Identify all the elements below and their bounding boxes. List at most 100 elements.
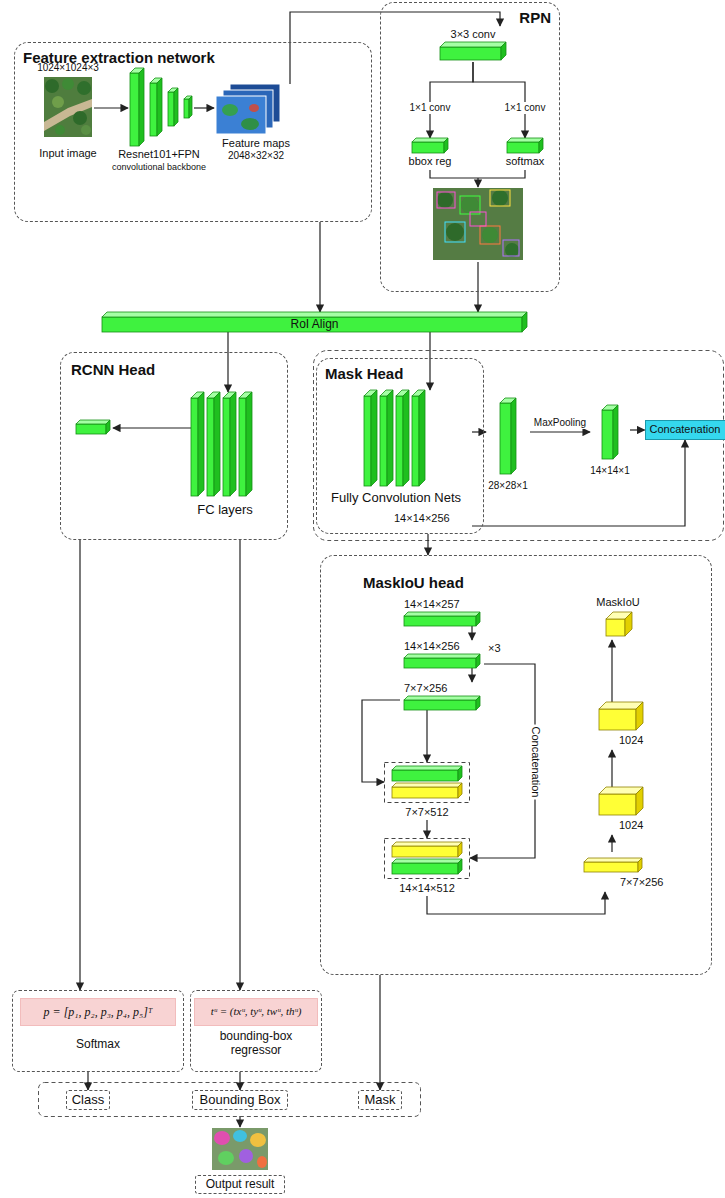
flow-arrow xyxy=(79,540,80,990)
region-panel: MaskIoU head14×14×25714×14×2567×7×2567×7… xyxy=(320,555,712,975)
node-label: Class xyxy=(72,1092,105,1108)
node-label: 7×7×256 xyxy=(620,876,678,889)
layer-block-shape-part xyxy=(584,862,638,872)
region-panel: Mask HeadFully Convolution Nets 14×14×256 xyxy=(316,358,484,534)
proposal-photo-part xyxy=(437,192,453,208)
flow-arrow xyxy=(87,1072,88,1090)
node-label: 14×14×256 xyxy=(394,512,470,525)
proposal-photo-part xyxy=(492,190,508,206)
output-cube-shape-part xyxy=(625,612,632,636)
edge-label: 1×1 conv xyxy=(503,102,548,114)
edge-label: Concatenation xyxy=(528,725,541,800)
layer-block-shape-part xyxy=(440,47,501,60)
node-label: Fully Convolution Nets xyxy=(320,490,472,506)
node-label: convolutional backbone xyxy=(106,162,212,173)
output-block xyxy=(76,420,110,434)
node-label: Concatenation xyxy=(650,423,721,436)
roi-align-bar: RoI Align xyxy=(102,312,527,332)
backbone-stack-shape-part xyxy=(139,68,144,146)
node-label: Mask xyxy=(364,1092,395,1108)
node-label: Mask Head xyxy=(325,365,475,383)
result-box: Output result xyxy=(195,1175,285,1194)
flow-arrow xyxy=(239,1072,240,1090)
layer-stack-shape-part xyxy=(207,398,214,496)
layer-stack-shape-part xyxy=(230,392,236,496)
output-block-part xyxy=(76,420,110,424)
node-label: Resnet101+FPN xyxy=(106,148,212,161)
image-node: 1024×1024×3Input image xyxy=(30,62,106,162)
fc-block: 1024 xyxy=(595,702,649,750)
callout-label: ×3 xyxy=(488,642,501,655)
node-label: Bounding Box xyxy=(200,1092,281,1108)
layer-pair-shape-part xyxy=(392,787,458,798)
feature-maps: Feature maps2048×32×32 xyxy=(214,84,298,164)
proposal-photo-part xyxy=(470,212,486,226)
input-photo-part xyxy=(77,81,91,95)
fc-block-shape-part xyxy=(599,787,643,794)
backbone-stack-shape-part xyxy=(168,92,174,126)
feature-maps-shape-part xyxy=(241,118,259,130)
roi-align-bar-shape-part xyxy=(522,312,527,332)
flow-line-part xyxy=(477,262,478,292)
node-label: bbox reg xyxy=(400,155,460,168)
layer-pair-shape-part xyxy=(385,763,470,803)
flow-arrow xyxy=(473,62,525,138)
result-photo-part xyxy=(214,1131,230,1145)
layer-block-shape-part xyxy=(501,42,506,60)
input-photo-part xyxy=(45,79,59,93)
node-label: 14×14×256 xyxy=(404,640,480,653)
layer-pair: 14×14×512 xyxy=(384,838,470,896)
region-panel: Feature extraction network1024×1024×3Inp… xyxy=(14,42,372,222)
layer-pair-shape-part xyxy=(392,863,458,874)
fc-block-shape-part xyxy=(636,702,643,730)
result-photo-part xyxy=(218,1151,234,1165)
layer-block-shape-part xyxy=(507,138,543,142)
flow-line-part xyxy=(94,107,128,108)
layer-pair-shape-part xyxy=(392,846,458,857)
flow-arrow xyxy=(427,892,605,914)
output-panel: bounding-box regressortᵘ = (txᵘ, tyᵘ, tw… xyxy=(190,990,322,1072)
flow-arrow xyxy=(471,668,472,682)
node-label: softmax xyxy=(495,155,555,168)
layer-stack-shape-part xyxy=(246,392,252,496)
node-label: 1024×1024×3 xyxy=(30,62,106,74)
layer-stack-shape-part xyxy=(412,396,419,486)
node-label: MaskIoU head xyxy=(363,574,563,592)
proposal-photo-part xyxy=(446,223,464,241)
result-photo-part xyxy=(257,1156,267,1168)
flow-arrow xyxy=(427,534,428,555)
layer-stack-shape-part xyxy=(380,396,387,486)
layer-block-shape-part xyxy=(613,405,618,459)
edge-label: 1×1 conv xyxy=(408,102,453,114)
layer-stack-shape-part xyxy=(387,390,393,486)
proposal-photo-part xyxy=(461,196,479,214)
layer-pair-shape-part xyxy=(458,766,462,781)
node-label: 28×28×1 xyxy=(486,480,530,492)
flow-arrow xyxy=(426,710,427,762)
layer-stack-shape-part xyxy=(364,396,371,486)
layer-stack-shape-part xyxy=(198,392,204,496)
edge-label: MaxPooling xyxy=(532,417,588,429)
flow-arrow xyxy=(630,429,645,430)
flow-line-part xyxy=(113,427,193,428)
input-photo-part xyxy=(81,125,91,135)
layer-block: softmax xyxy=(495,138,555,170)
output-cube: MaskIoU xyxy=(586,596,650,640)
layer-block-shape-part xyxy=(602,410,613,459)
fc-block: 1024 xyxy=(595,787,649,835)
layer-stack-shape-part xyxy=(419,390,425,486)
proposal-photo-part xyxy=(445,222,465,242)
region-panel: RPN3×3 convbbox regsoftmax xyxy=(380,2,560,292)
group-outline xyxy=(314,351,724,541)
proposal-photo-part xyxy=(482,227,498,243)
flow-arrow xyxy=(611,640,612,702)
input-photo-part xyxy=(55,125,65,135)
output-block-part xyxy=(76,424,106,434)
layer-block-shape-part xyxy=(584,858,642,862)
input-photo xyxy=(44,77,92,137)
result-photo-part xyxy=(250,1133,266,1147)
layer-block-shape-part xyxy=(404,616,476,626)
layer-block-shape-part xyxy=(412,138,448,142)
input-photo-part xyxy=(52,96,64,108)
layer-stack-shape-part xyxy=(223,398,230,496)
